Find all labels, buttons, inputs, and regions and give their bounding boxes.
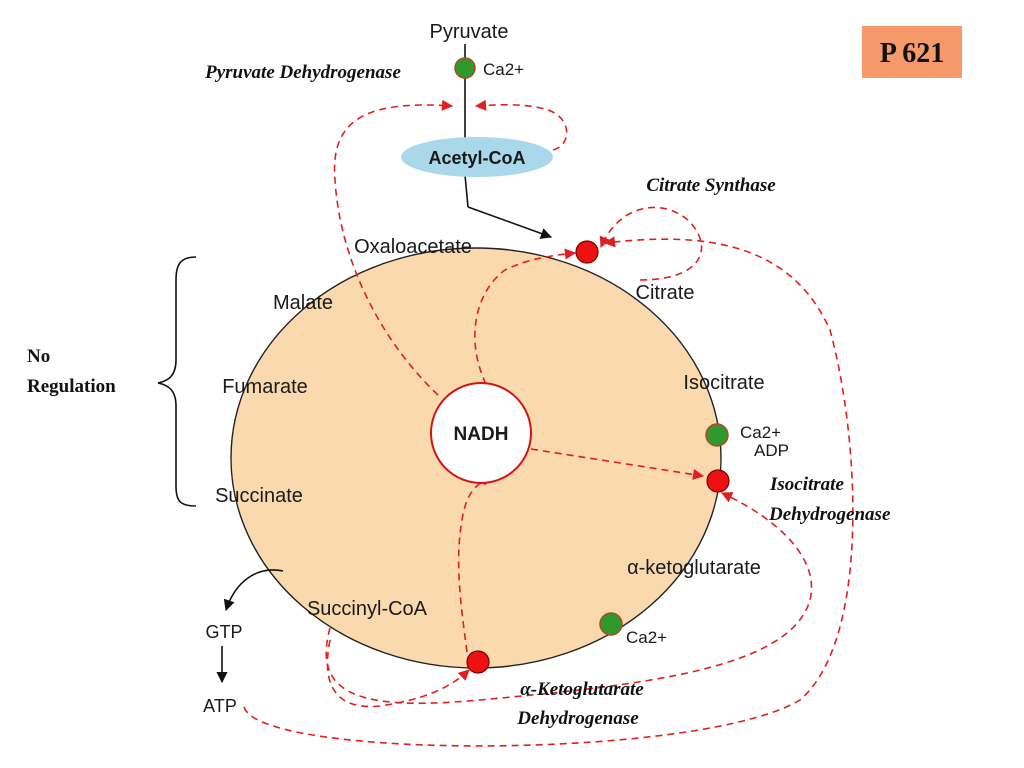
acetyl-to-citrate-line [464, 174, 469, 208]
akg-dehydrogenase-label-1: α-Ketoglutarate [520, 679, 644, 700]
akg-dehydrogenase-node [466, 650, 490, 674]
nadh-to-citrate-synthase-arrow [474, 248, 577, 385]
idh-calcium-label: Ca2+ [740, 423, 781, 442]
fumarate-label: Fumarate [222, 376, 308, 398]
no-regulation-label-2: Regulation [27, 376, 116, 397]
idh-calcium-node [705, 423, 729, 447]
isocitrate-dehydrogenase-node [706, 469, 730, 493]
no-regulation-brace [157, 256, 197, 507]
citrate-feedback-arrow [599, 206, 703, 281]
succinyl-coa-to-akgdh-arrow [326, 639, 470, 708]
nadh-to-isocitrate-dehydrogenase-arrow [530, 448, 705, 480]
citrate-synthase-node [575, 240, 599, 264]
succinyl-to-gtp-arrow [223, 569, 284, 612]
pdh-calcium-label: Ca2+ [483, 60, 524, 79]
akg-calcium-label: Ca2+ [626, 628, 667, 647]
citrate-synthase-label: Citrate Synthase [646, 175, 776, 196]
page-badge [862, 26, 962, 78]
akg-calcium-node [599, 612, 623, 636]
isocitrate-label: Isocitrate [683, 372, 764, 394]
succinyl-coa-label: Succinyl-CoA [307, 598, 428, 620]
alpha-ketoglutarate-label: α-ketoglutarate [627, 557, 761, 579]
isocitrate-dehydrogenase-label-2: Dehydrogenase [768, 504, 891, 525]
acetyl-to-citrate-arrow [467, 206, 553, 239]
idh-adp-label: ADP [754, 441, 789, 460]
acetyl-coa-label: Acetyl-CoA [428, 148, 525, 168]
nadh-to-pdh-arrow [333, 99, 454, 396]
nadh-label: NADH [454, 424, 509, 445]
succinate-label: Succinate [215, 485, 303, 507]
no-regulation-label-1: No [27, 346, 50, 367]
citrate-label: Citrate [636, 282, 695, 304]
atp-label: ATP [203, 696, 237, 716]
oxaloacetate-label: Oxaloacetate [354, 236, 472, 258]
nadh-node [430, 382, 532, 484]
acetyl-coa-node [401, 137, 553, 177]
acetyl-coa-feedback-arrow [474, 99, 568, 151]
page-badge-label: P 621 [880, 38, 945, 69]
pyruvate-dehydrogenase-label: Pyruvate Dehydrogenase [204, 62, 401, 83]
atp-to-citrate-synthase-arrow [243, 236, 854, 747]
akgdh-to-nadh-arrow [457, 474, 495, 653]
pdh-calcium-node [454, 57, 476, 79]
malate-label: Malate [273, 292, 333, 314]
isocitrate-dehydrogenase-label-1: Isocitrate [769, 474, 844, 495]
akg-dehydrogenase-label-2: Dehydrogenase [516, 708, 639, 729]
gtp-label: GTP [205, 622, 242, 642]
pyruvate-label: Pyruvate [430, 21, 509, 43]
